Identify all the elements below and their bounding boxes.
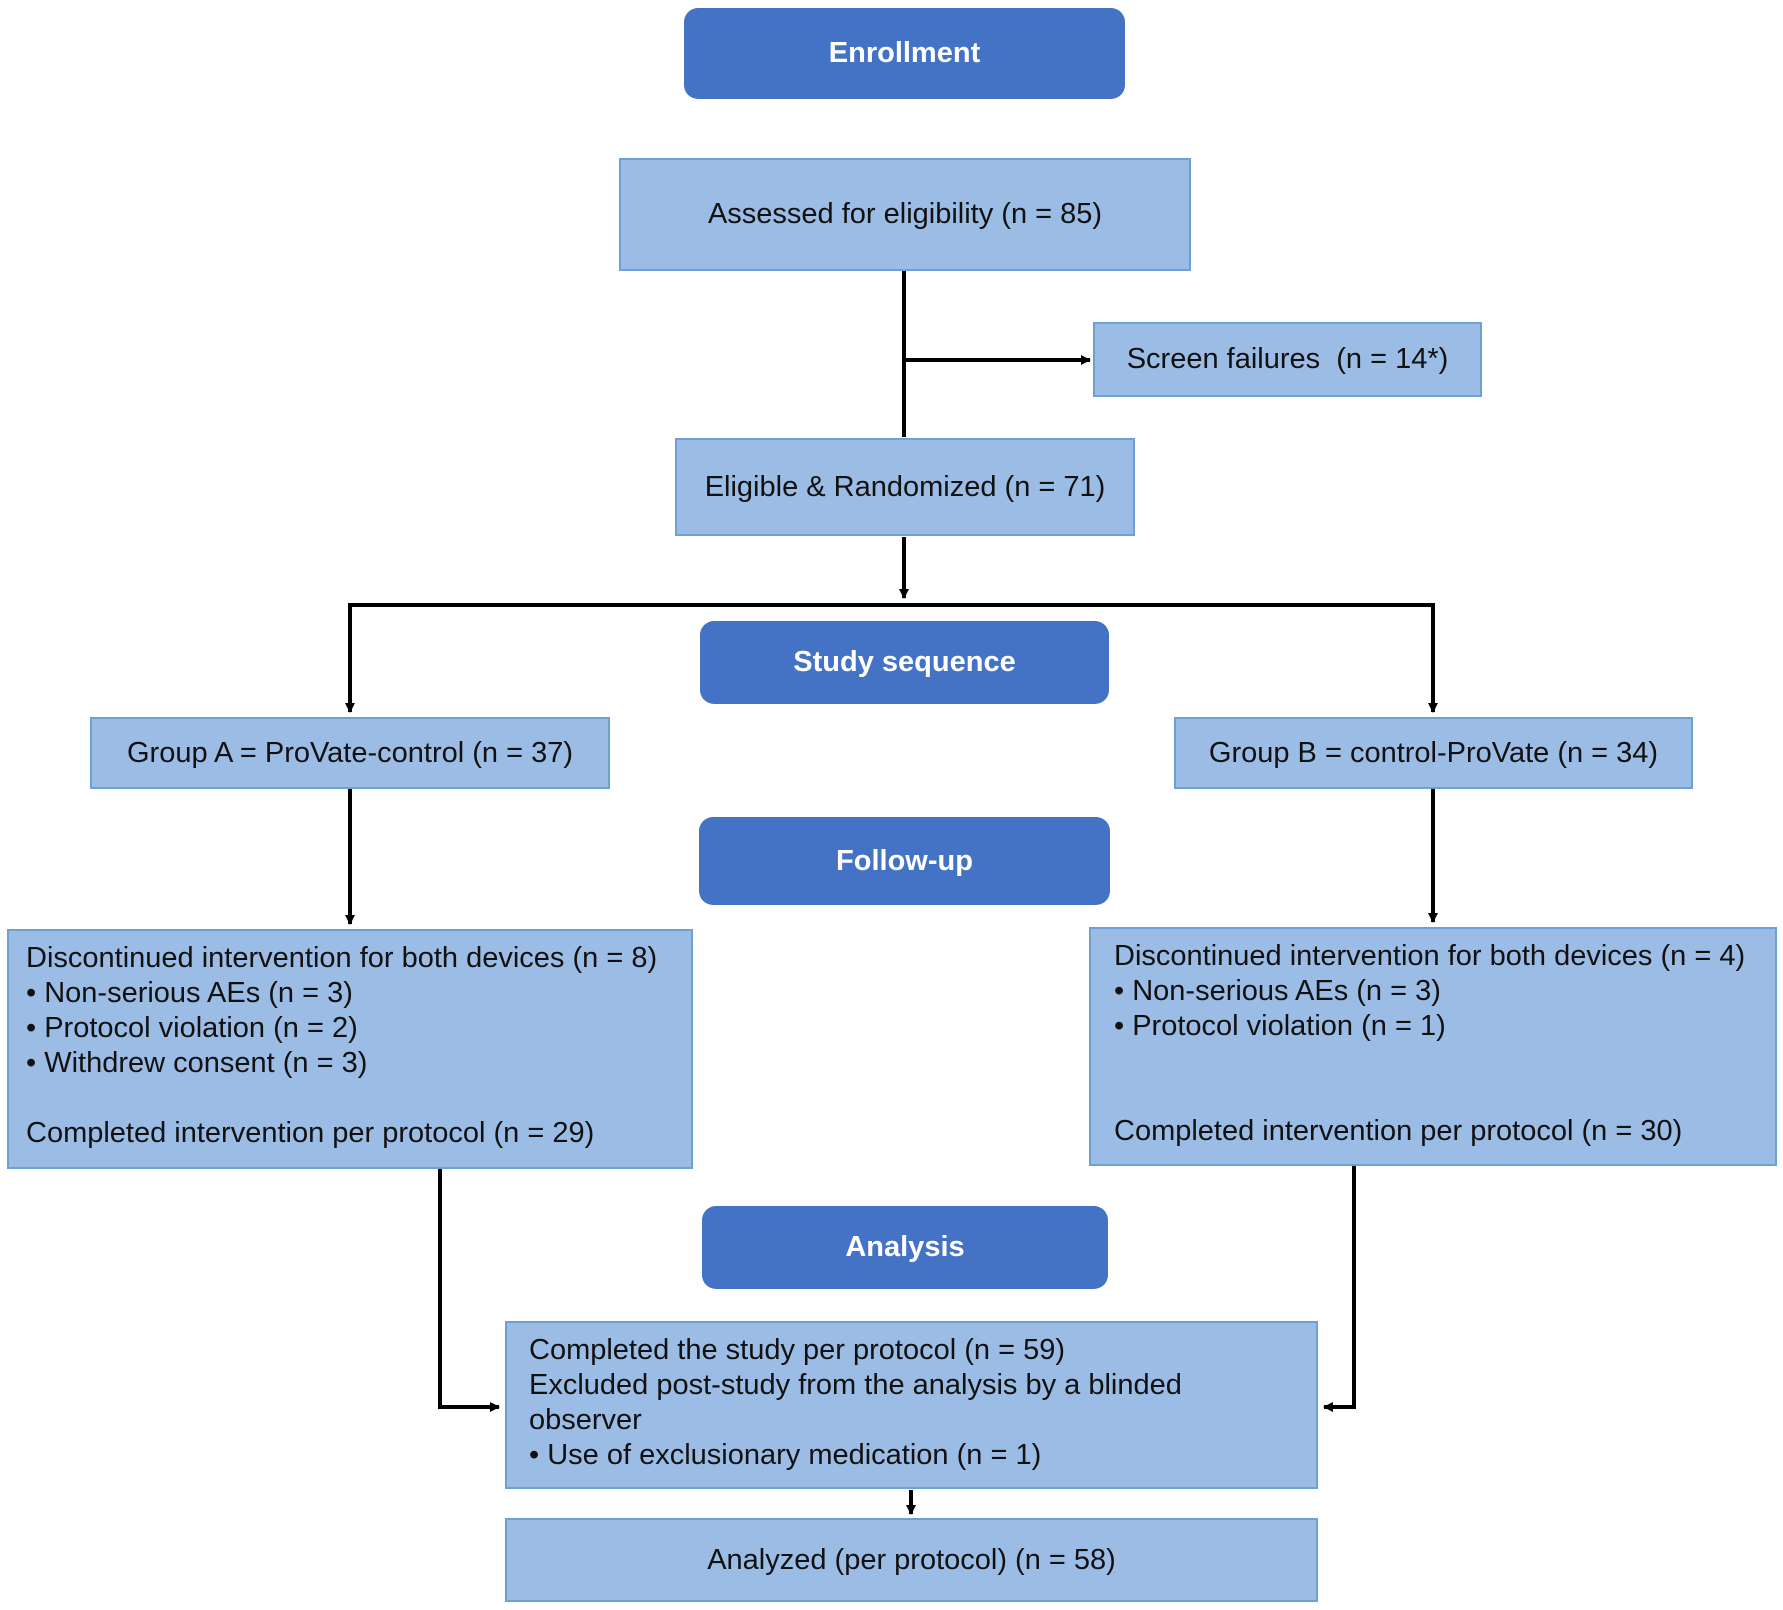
completed-study-line: Completed the study per protocol (n = 59… — [529, 1334, 1065, 1366]
assessed-for-eligibility-box: Assessed for eligibility (n = 85) — [619, 158, 1191, 271]
connector-followup-a-to-completed — [438, 1169, 500, 1412]
group-b-completed-text: Completed intervention per protocol (n =… — [1114, 1115, 1683, 1147]
group-a-withdrew-consent-item: • Withdrew consent (n = 3) — [26, 1047, 368, 1079]
group-b-discontinued-text: Discontinued intervention for both devic… — [1114, 940, 1746, 972]
connector-followup-b-to-completed — [1323, 1166, 1356, 1412]
screen-failures-box: Screen failures (n = 14*) — [1093, 322, 1482, 397]
group-a-followup-box: Discontinued intervention for both devic… — [7, 929, 693, 1169]
analyzed-box: Analyzed (per protocol) (n = 58) — [505, 1518, 1318, 1602]
group-b-box: Group B = control-ProVate (n = 34) — [1174, 717, 1693, 789]
excluded-observer-line: observer — [529, 1404, 642, 1436]
group-b-ae-item: • Non-serious AEs (n = 3) — [1114, 975, 1441, 1007]
eligible-randomized-box: Eligible & Randomized (n = 71) — [675, 438, 1135, 536]
enrollment-stage-label: Enrollment — [684, 8, 1125, 99]
group-b-protocol-violation-item: • Protocol violation (n = 1) — [1114, 1010, 1446, 1042]
group-a-ae-item: • Non-serious AEs (n = 3) — [26, 977, 353, 1009]
excluded-post-study-line: Excluded post-study from the analysis by… — [529, 1369, 1182, 1401]
connector-split-to-group-b — [904, 603, 1438, 713]
group-a-protocol-violation-item: • Protocol violation (n = 2) — [26, 1012, 358, 1044]
spacer — [26, 1081, 691, 1116]
group-b-followup-box: Discontinued intervention for both devic… — [1089, 927, 1777, 1166]
spacer — [1114, 1044, 1775, 1079]
spacer — [1114, 1079, 1775, 1114]
group-a-box: Group A = ProVate-control (n = 37) — [90, 717, 610, 789]
analysis-stage-label: Analysis — [702, 1206, 1108, 1289]
group-a-discontinued-text: Discontinued intervention for both devic… — [26, 942, 658, 974]
exclusionary-medication-item: • Use of exclusionary medication (n = 1) — [529, 1439, 1042, 1471]
study-sequence-stage-label: Study sequence — [700, 621, 1109, 704]
follow-up-stage-label: Follow-up — [699, 817, 1110, 905]
completed-study-box: Completed the study per protocol (n = 59… — [505, 1321, 1318, 1489]
connector-split-to-group-a — [345, 603, 904, 713]
group-a-completed-text: Completed intervention per protocol (n =… — [26, 1117, 595, 1149]
